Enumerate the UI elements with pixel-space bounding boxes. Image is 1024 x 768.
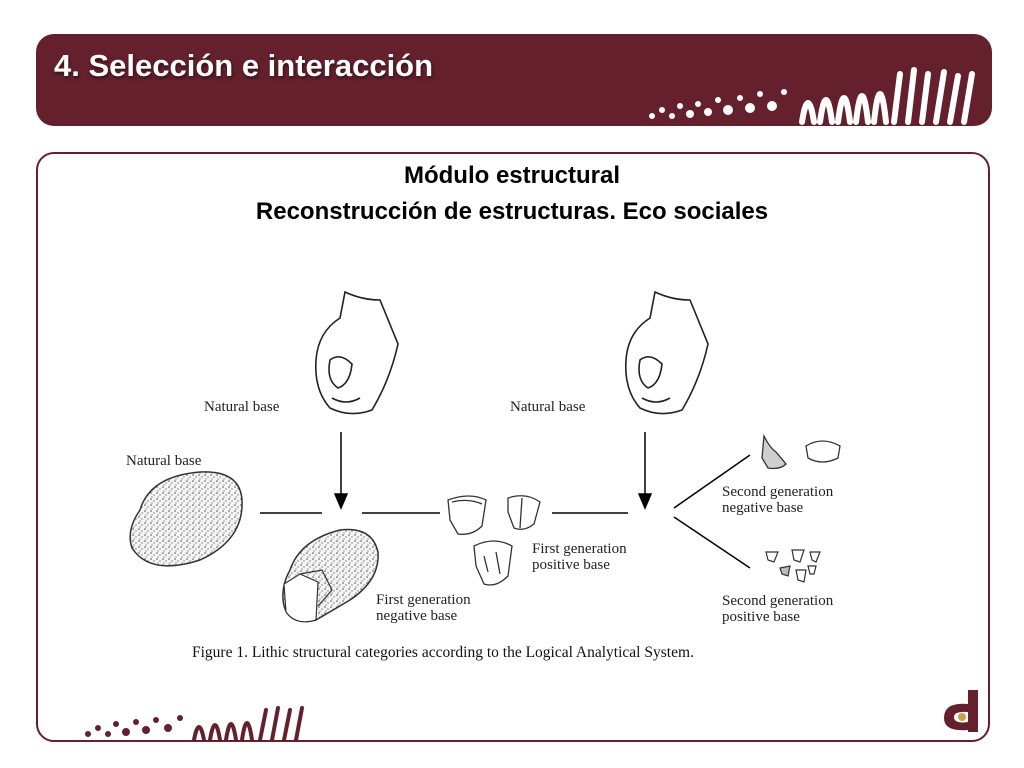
- label-first-generation-positive-line1: First generation: [532, 541, 627, 557]
- module-subheading: Reconstrucción de estructuras. Eco socia…: [255, 198, 769, 225]
- first-generation-positive-base-flake: [473, 540, 513, 586]
- connector-lines: [260, 454, 751, 569]
- first-generation-negative-base-core: [282, 528, 379, 623]
- label-second-generation-positive-line1: Second generation: [722, 593, 834, 609]
- label-second-generation-negative-line2: negative base: [722, 500, 804, 516]
- label-first-generation-positive-line2: positive base: [532, 557, 610, 573]
- label-natural-base-hand1: Natural base: [204, 399, 280, 415]
- label-natural-base-left: Natural base: [126, 453, 202, 469]
- label-second-generation-positive-line2: positive base: [722, 609, 800, 625]
- first-generation-flake: [507, 495, 541, 530]
- hand-icon: [624, 290, 709, 415]
- module-heading: Módulo estructural: [403, 162, 620, 189]
- natural-base-stone: [129, 471, 243, 567]
- arrow-down-icon: [637, 432, 653, 510]
- label-first-generation-negative-line2: negative base: [376, 608, 458, 624]
- slide-title: 4. Selección e interacción: [54, 48, 434, 83]
- hand-icon: [314, 290, 399, 415]
- first-generation-flake: [447, 495, 487, 535]
- footer-decoration-icon: [85, 706, 304, 742]
- label-first-generation-negative-line1: First generation: [376, 592, 471, 608]
- header-decoration-icon: [649, 67, 975, 125]
- second-generation-negative-base: [761, 433, 841, 470]
- second-generation-positive-base: [765, 549, 821, 583]
- brand-logo-icon: [944, 690, 978, 732]
- label-natural-base-hand2: Natural base: [510, 399, 586, 415]
- figure-caption: Figure 1. Lithic structural categories a…: [192, 644, 694, 661]
- header-bar: 4. Selección e interacción: [36, 34, 992, 126]
- arrow-down-icon: [333, 432, 349, 510]
- label-second-generation-negative-line1: Second generation: [722, 484, 834, 500]
